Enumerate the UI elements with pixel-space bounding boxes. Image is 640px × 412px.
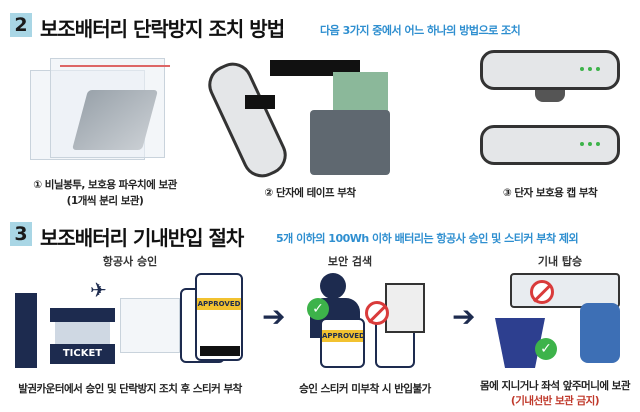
- step-2-caption: 승인 스티커 미부착 시 반입불가: [299, 383, 431, 395]
- overhead-bin: [510, 273, 620, 308]
- seat: [580, 303, 620, 363]
- method-1-caption: ① 비닐봉투, 보호용 파우치에 보관: [33, 179, 177, 191]
- step-1-caption: 발권카운터에서 승인 및 단락방지 조치 후 스티커 부착: [18, 383, 242, 395]
- step-1-label: 항공사 승인: [102, 255, 158, 268]
- counter-window: [55, 322, 110, 344]
- battery-indicator: [580, 67, 600, 71]
- section-2-badge: 2: [10, 13, 32, 37]
- check-icon: ✓: [307, 298, 329, 320]
- method-1-note: (1개씩 분리 보관): [66, 195, 144, 207]
- airplane-icon: ✈: [90, 278, 107, 302]
- step-3-warning: (기내선반 보관 금지): [510, 395, 600, 407]
- counter-roof: [50, 308, 115, 322]
- pouch: [120, 298, 180, 353]
- terminal-cap: [535, 90, 565, 102]
- security-check-illustration: APPROVED ✓: [305, 268, 435, 373]
- step-3-label: 기내 탑승: [537, 255, 583, 268]
- cap-illustration: [480, 45, 630, 175]
- section-2-subtitle: 다음 3가지 중에서 어느 하나의 방법으로 조치: [320, 24, 521, 37]
- tape-illustration: [201, 50, 395, 184]
- arrow-right-icon: ➔: [262, 300, 286, 333]
- method-2-caption: ② 단자에 테이프 부착: [264, 187, 356, 199]
- prohibited-icon: [530, 280, 554, 304]
- pouch-illustration: [20, 50, 190, 175]
- boarding-illustration: ✓: [490, 268, 635, 373]
- tape: [245, 95, 275, 109]
- section-3-title: 보조배터리 기내반입 절차: [40, 226, 244, 250]
- prohibited-icon: [365, 301, 389, 325]
- method-3-caption: ③ 단자 보호용 캡 부착: [502, 187, 598, 199]
- approved-sticker: APPROVED: [197, 298, 241, 310]
- step-2-label: 보안 검색: [327, 255, 373, 268]
- control-tower: [15, 293, 37, 368]
- section-3-subtitle: 5개 이하의 100Wh 이하 배터리는 항공사 승인 및 스티커 부착 제외: [276, 232, 579, 245]
- check-icon: ✓: [535, 338, 557, 360]
- ticket-counter: TICKET: [50, 344, 115, 364]
- officer-head: [320, 273, 346, 299]
- battery: [310, 110, 390, 175]
- section-3-badge: 3: [10, 222, 32, 246]
- scanner: [385, 283, 425, 333]
- arrow-right-icon: ➔: [452, 300, 476, 333]
- approved-sticker: APPROVED: [322, 330, 365, 342]
- step-3-caption: 몸에 지니거나 좌석 앞주머니에 보관: [479, 380, 631, 392]
- section-2-title: 보조배터리 단락방지 조치 방법: [40, 17, 285, 41]
- battery-indicator: [580, 142, 600, 146]
- tape: [200, 346, 240, 356]
- pouch-zipper: [60, 65, 170, 67]
- airline-counter-illustration: ✈ TICKET APPROVED: [5, 268, 255, 373]
- battery: [320, 318, 365, 368]
